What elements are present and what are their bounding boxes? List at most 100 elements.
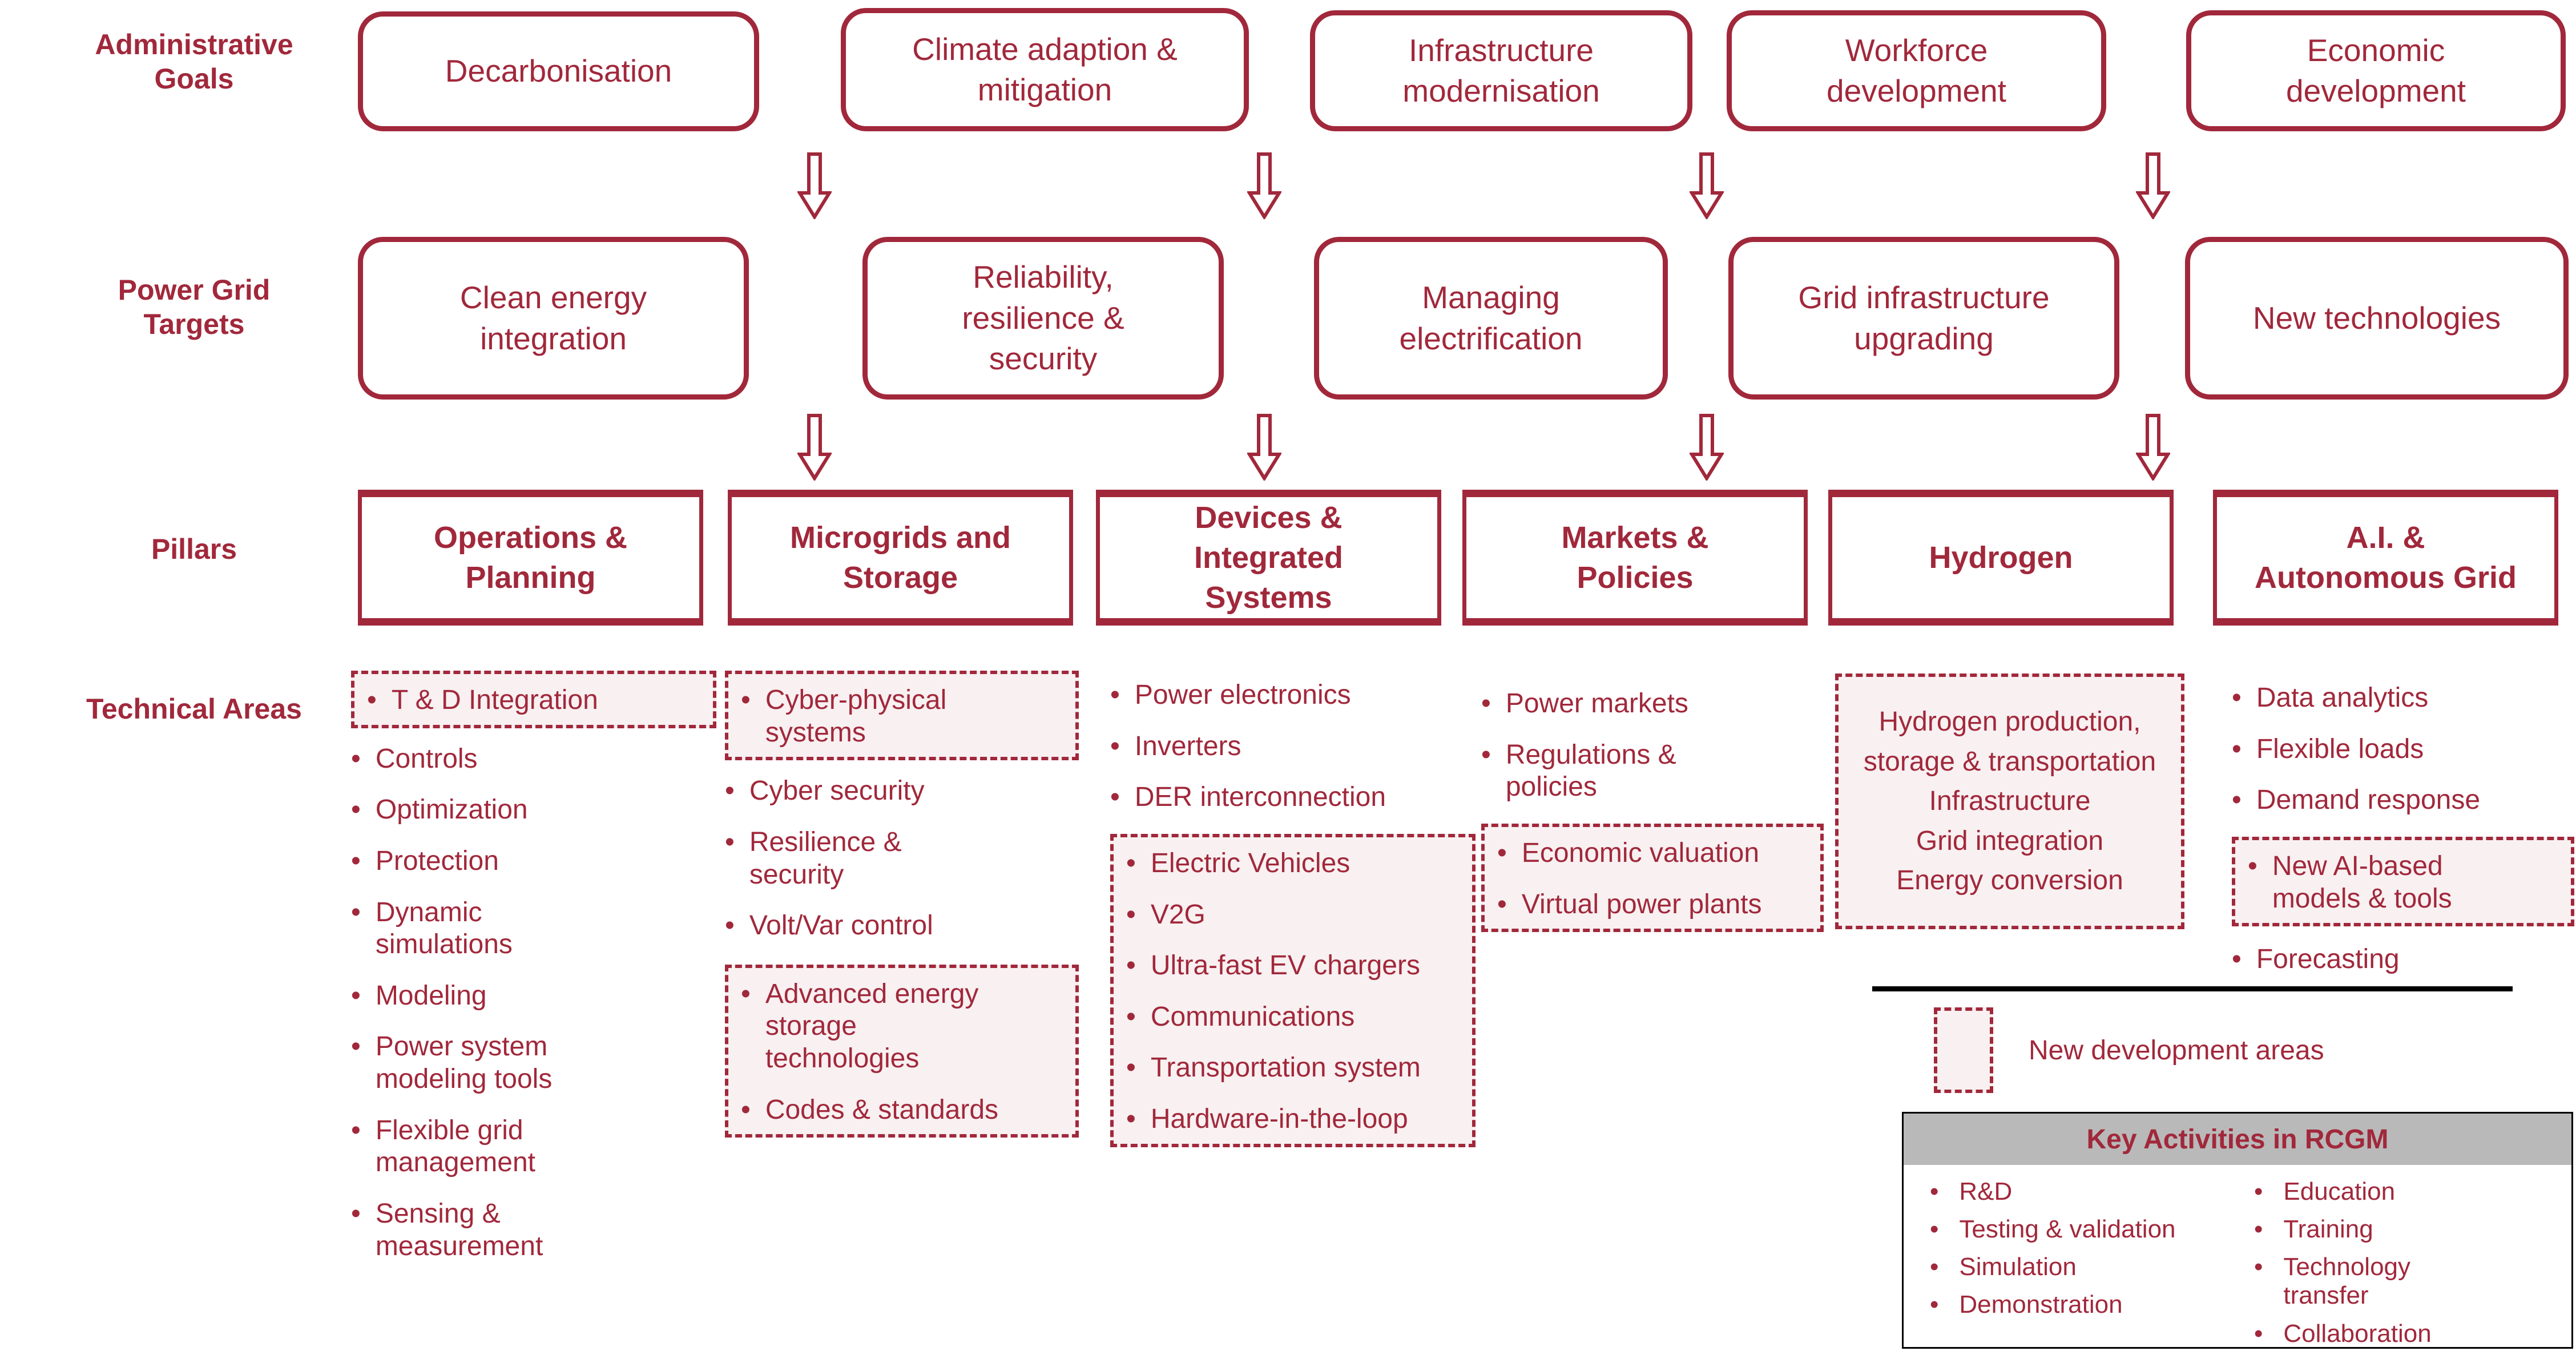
list-item-label: Advanced energy storage technologies <box>765 978 979 1074</box>
bullet-icon: • <box>351 743 361 774</box>
pillar-label: A.I. & Autonomous Grid <box>2255 520 2517 595</box>
list-item: • Sensing & measurement <box>351 1198 716 1263</box>
bullet-icon: • <box>1930 1253 1939 1281</box>
technical-column-ai-autonomous-grid: •Data analytics •Flexible loads •Demand … <box>2232 682 2574 995</box>
legend: New development areas <box>1934 1006 2324 1095</box>
list-item: • Regulations & policies <box>1481 739 1824 804</box>
down-arrow-icon <box>2136 414 2170 481</box>
row-label-power-grid-targets: Power Grid Targets <box>118 274 271 340</box>
pillar-box-operations-planning: Operations & Planning <box>358 490 703 626</box>
list-item: •Volt/Var control <box>725 910 1079 942</box>
bullet-icon: • <box>741 1094 751 1125</box>
technical-column-microgrids-storage: •Cyber-physical systems •Cyber security … <box>725 671 1079 1152</box>
list-item: •DER interconnection <box>1110 781 1476 814</box>
list-item-label: Regulations & policies <box>1505 739 1676 802</box>
list-item: •Transportation system <box>1126 1052 1464 1084</box>
bullet-icon: • <box>351 1115 361 1146</box>
row-label-pillars: Pillars <box>151 533 237 565</box>
key-activities-left-column: •R&D •Testing & validation •Simulation •… <box>1930 1177 2254 1351</box>
list-item-label: Economic valuation <box>1521 837 1760 868</box>
bullet-icon: • <box>1110 680 1120 710</box>
list-item-label: Power markets <box>1505 688 1688 719</box>
list-item: • Forecasting <box>2232 943 2574 976</box>
list-item-label: Electric Vehicles <box>1150 848 1351 878</box>
list-item-label: Education <box>2283 1177 2396 1205</box>
list-item-label: Simulation <box>1959 1253 2077 1281</box>
bullet-icon: • <box>2232 683 2242 713</box>
key-activities-title: Key Activities in RCGM <box>1904 1114 2571 1165</box>
bullet-icon: • <box>2254 1177 2263 1205</box>
bullet-icon: • <box>367 685 377 715</box>
list-item-label: DER interconnection <box>1134 782 1386 813</box>
down-arrow-icon <box>1690 414 1724 481</box>
bullet-icon: • <box>351 1198 361 1229</box>
goal-box-decarbonisation: Decarbonisation <box>358 11 759 131</box>
down-arrow-icon <box>1247 152 1281 219</box>
bullet-icon: • <box>1110 731 1120 761</box>
new-development-area-swatch-icon <box>1934 1007 1993 1093</box>
list-item-label: Forecasting <box>2256 944 2400 975</box>
list-item-label: Power system modeling tools <box>375 1031 553 1094</box>
list-item: •Cyber-physical systems <box>741 684 1067 749</box>
hydrogen-line: Hydrogen production, storage & transport… <box>1863 707 2156 777</box>
list-item: •Demonstration <box>1930 1290 2254 1319</box>
list-item-label: Transportation system <box>1150 1052 1421 1083</box>
pillar-box-ai-autonomous-grid: A.I. & Autonomous Grid <box>2213 490 2558 626</box>
down-arrow-icon <box>797 414 832 481</box>
pillar-box-hydrogen: Hydrogen <box>1828 490 2174 626</box>
list-item: • Dynamic simulations <box>351 897 716 961</box>
bullet-icon: • <box>1481 739 1491 770</box>
new-area-box-ai-models: •New AI-based models & tools <box>2232 836 2574 927</box>
target-label: Grid infrastructure upgrading <box>1798 280 2050 356</box>
list-item-label: Dynamic simulations <box>375 897 513 960</box>
list-item: •Technology transfer <box>2254 1253 2562 1310</box>
list-item: •R&D <box>1930 1177 2254 1206</box>
key-activities-box: Key Activities in RCGM •R&D •Testing & v… <box>1902 1112 2573 1349</box>
list-item-label: Codes & standards <box>765 1094 999 1125</box>
pillar-box-microgrids-storage: Microgrids and Storage <box>728 490 1073 626</box>
new-area-box-cyber-physical: •Cyber-physical systems <box>725 671 1079 761</box>
bullet-icon: • <box>1126 848 1136 878</box>
list-item-label: Optimization <box>375 795 528 825</box>
bullet-icon: • <box>2232 944 2242 975</box>
row-label-technical-areas: Technical Areas <box>86 693 302 725</box>
bullet-icon: • <box>1497 889 1507 920</box>
target-label: Managing electrification <box>1399 280 1583 356</box>
technical-column-markets-policies: • Power markets • Regulations & policies •… <box>1481 688 1824 947</box>
list-item: •Resilience & security <box>725 826 1079 891</box>
list-item-label: Protection <box>375 845 499 876</box>
list-item-label: Flexible grid management <box>375 1115 535 1178</box>
new-area-box-hydrogen: Hydrogen production, storage & transport… <box>1835 674 2184 929</box>
list-item: •Training <box>2254 1215 2562 1244</box>
list-item: • Electric Vehicles <box>1126 848 1464 880</box>
list-item-label: Communications <box>1150 1001 1355 1032</box>
bullet-icon: • <box>2232 785 2242 816</box>
new-area-box-td-integration: • T & D Integration <box>351 671 716 728</box>
list-item-label: Resilience & security <box>749 826 902 890</box>
hydrogen-line: Grid integration <box>1916 825 2104 856</box>
pillar-label: Microgrids and Storage <box>789 520 1011 595</box>
list-item-label: Modeling <box>375 980 487 1011</box>
list-item: • Power markets <box>1481 688 1824 720</box>
bullet-icon: • <box>351 897 361 927</box>
down-arrow-icon <box>1247 414 1281 481</box>
new-area-box-ev-group: •Electric Vehicles •V2G •Ultra-fast EV c… <box>1110 833 1476 1147</box>
bullet-icon: • <box>351 795 361 825</box>
down-arrow-icon <box>2136 152 2170 219</box>
bullet-icon: • <box>741 685 751 715</box>
bullet-icon: • <box>351 1031 361 1062</box>
goal-box-climate-adaption: Climate adaption & mitigation <box>841 8 1249 131</box>
list-item-label: Inverters <box>1134 731 1241 761</box>
list-item-label: New AI-based models & tools <box>2272 850 2452 914</box>
list-item-label: Collaboration <box>2283 1319 2432 1348</box>
list-item-label: Sensing & measurement <box>375 1198 543 1261</box>
goal-label: Economic development <box>2286 32 2466 109</box>
list-item: •Demand response <box>2232 784 2574 817</box>
list-item: • Power system modeling tools <box>351 1031 716 1095</box>
bullet-icon: • <box>1481 688 1491 719</box>
list-item: •Flexible loads <box>2232 733 2574 766</box>
list-item-label: T & D Integration <box>391 685 598 715</box>
list-item: • Codes & standards <box>741 1094 1067 1127</box>
target-box-reliability-resilience-security: Reliability, resilience & security <box>862 237 1224 400</box>
pillar-label: Hydrogen <box>1929 540 2073 575</box>
